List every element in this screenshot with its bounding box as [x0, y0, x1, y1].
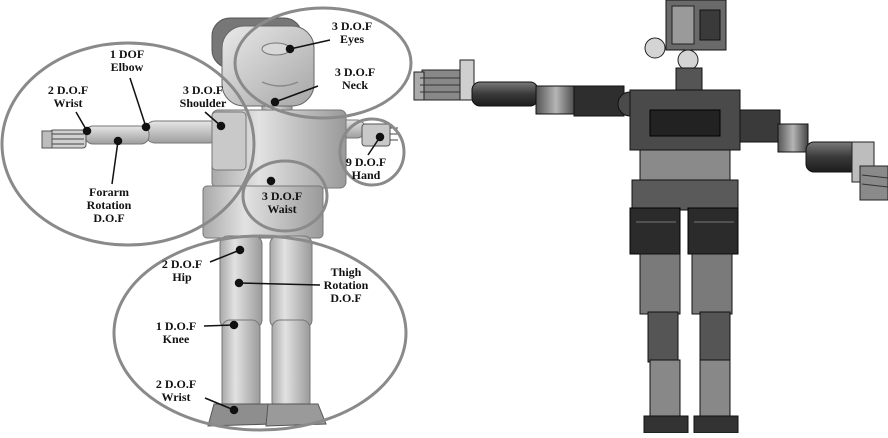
- label-forearm: Forarm Rotation D.O.F: [86, 185, 132, 225]
- head-group-ellipse: [233, 6, 413, 120]
- label-knee: 1 D.O.F Knee: [155, 319, 197, 346]
- label-shoulder: 3 D.O.F Shoulder: [179, 83, 227, 110]
- label-elbow: 1 DOF Elbow: [109, 47, 145, 74]
- dot-waist: [266, 176, 276, 186]
- leg-group-ellipse: [112, 234, 408, 432]
- leader-lines: [75, 39, 385, 415]
- dot-shoulder: [216, 121, 226, 131]
- dot-neck: [270, 97, 280, 107]
- hand-right: [361, 123, 398, 147]
- label-wrist-ankle: 2 D.O.F Wrist: [155, 377, 197, 404]
- shin-right: [271, 319, 311, 411]
- foot-right: [265, 403, 327, 427]
- dot-hip: [235, 245, 245, 255]
- dot-thigh: [234, 278, 244, 288]
- dot-knee: [229, 320, 239, 330]
- robot-render: [413, 0, 888, 434]
- label-eyes: 3 D.O.F Eyes: [331, 19, 373, 46]
- dot-elbow: [141, 122, 151, 132]
- mouth-shape: [261, 81, 299, 87]
- robot-head: [644, 0, 727, 91]
- robot-torso: [629, 89, 741, 255]
- thigh-right: [269, 235, 313, 329]
- dot-eyes: [285, 44, 295, 54]
- dot-wrist-arm: [82, 126, 92, 136]
- label-waist: 3 D.O.F Waist: [261, 189, 303, 216]
- dot-ankle: [229, 405, 239, 415]
- dot-hand: [375, 132, 385, 142]
- hand-group-ellipse: [338, 117, 406, 187]
- label-wrist-arm: 2 D.O.F Wrist: [47, 83, 89, 110]
- shoulder-block-left: [211, 111, 247, 171]
- robot-legs: [639, 253, 739, 434]
- hand-left: [41, 129, 87, 149]
- robot-arm-left: [413, 59, 643, 117]
- label-hand: 9 D.O.F Hand: [345, 155, 387, 182]
- foot-left: [207, 403, 273, 427]
- label-hip: 2 D.O.F Hip: [161, 257, 203, 284]
- sim-robot-model: [0, 6, 413, 432]
- robot-arm-right: [719, 109, 888, 201]
- upper-arm-left: [144, 120, 221, 144]
- shin-left: [221, 319, 261, 411]
- label-thigh: Thigh Rotation D.O.F: [323, 265, 369, 305]
- waist-group-ellipse: [241, 159, 329, 233]
- label-neck: 3 D.O.F Neck: [334, 65, 376, 92]
- dot-forearm: [113, 136, 123, 146]
- arm-group-ellipse: [0, 41, 256, 247]
